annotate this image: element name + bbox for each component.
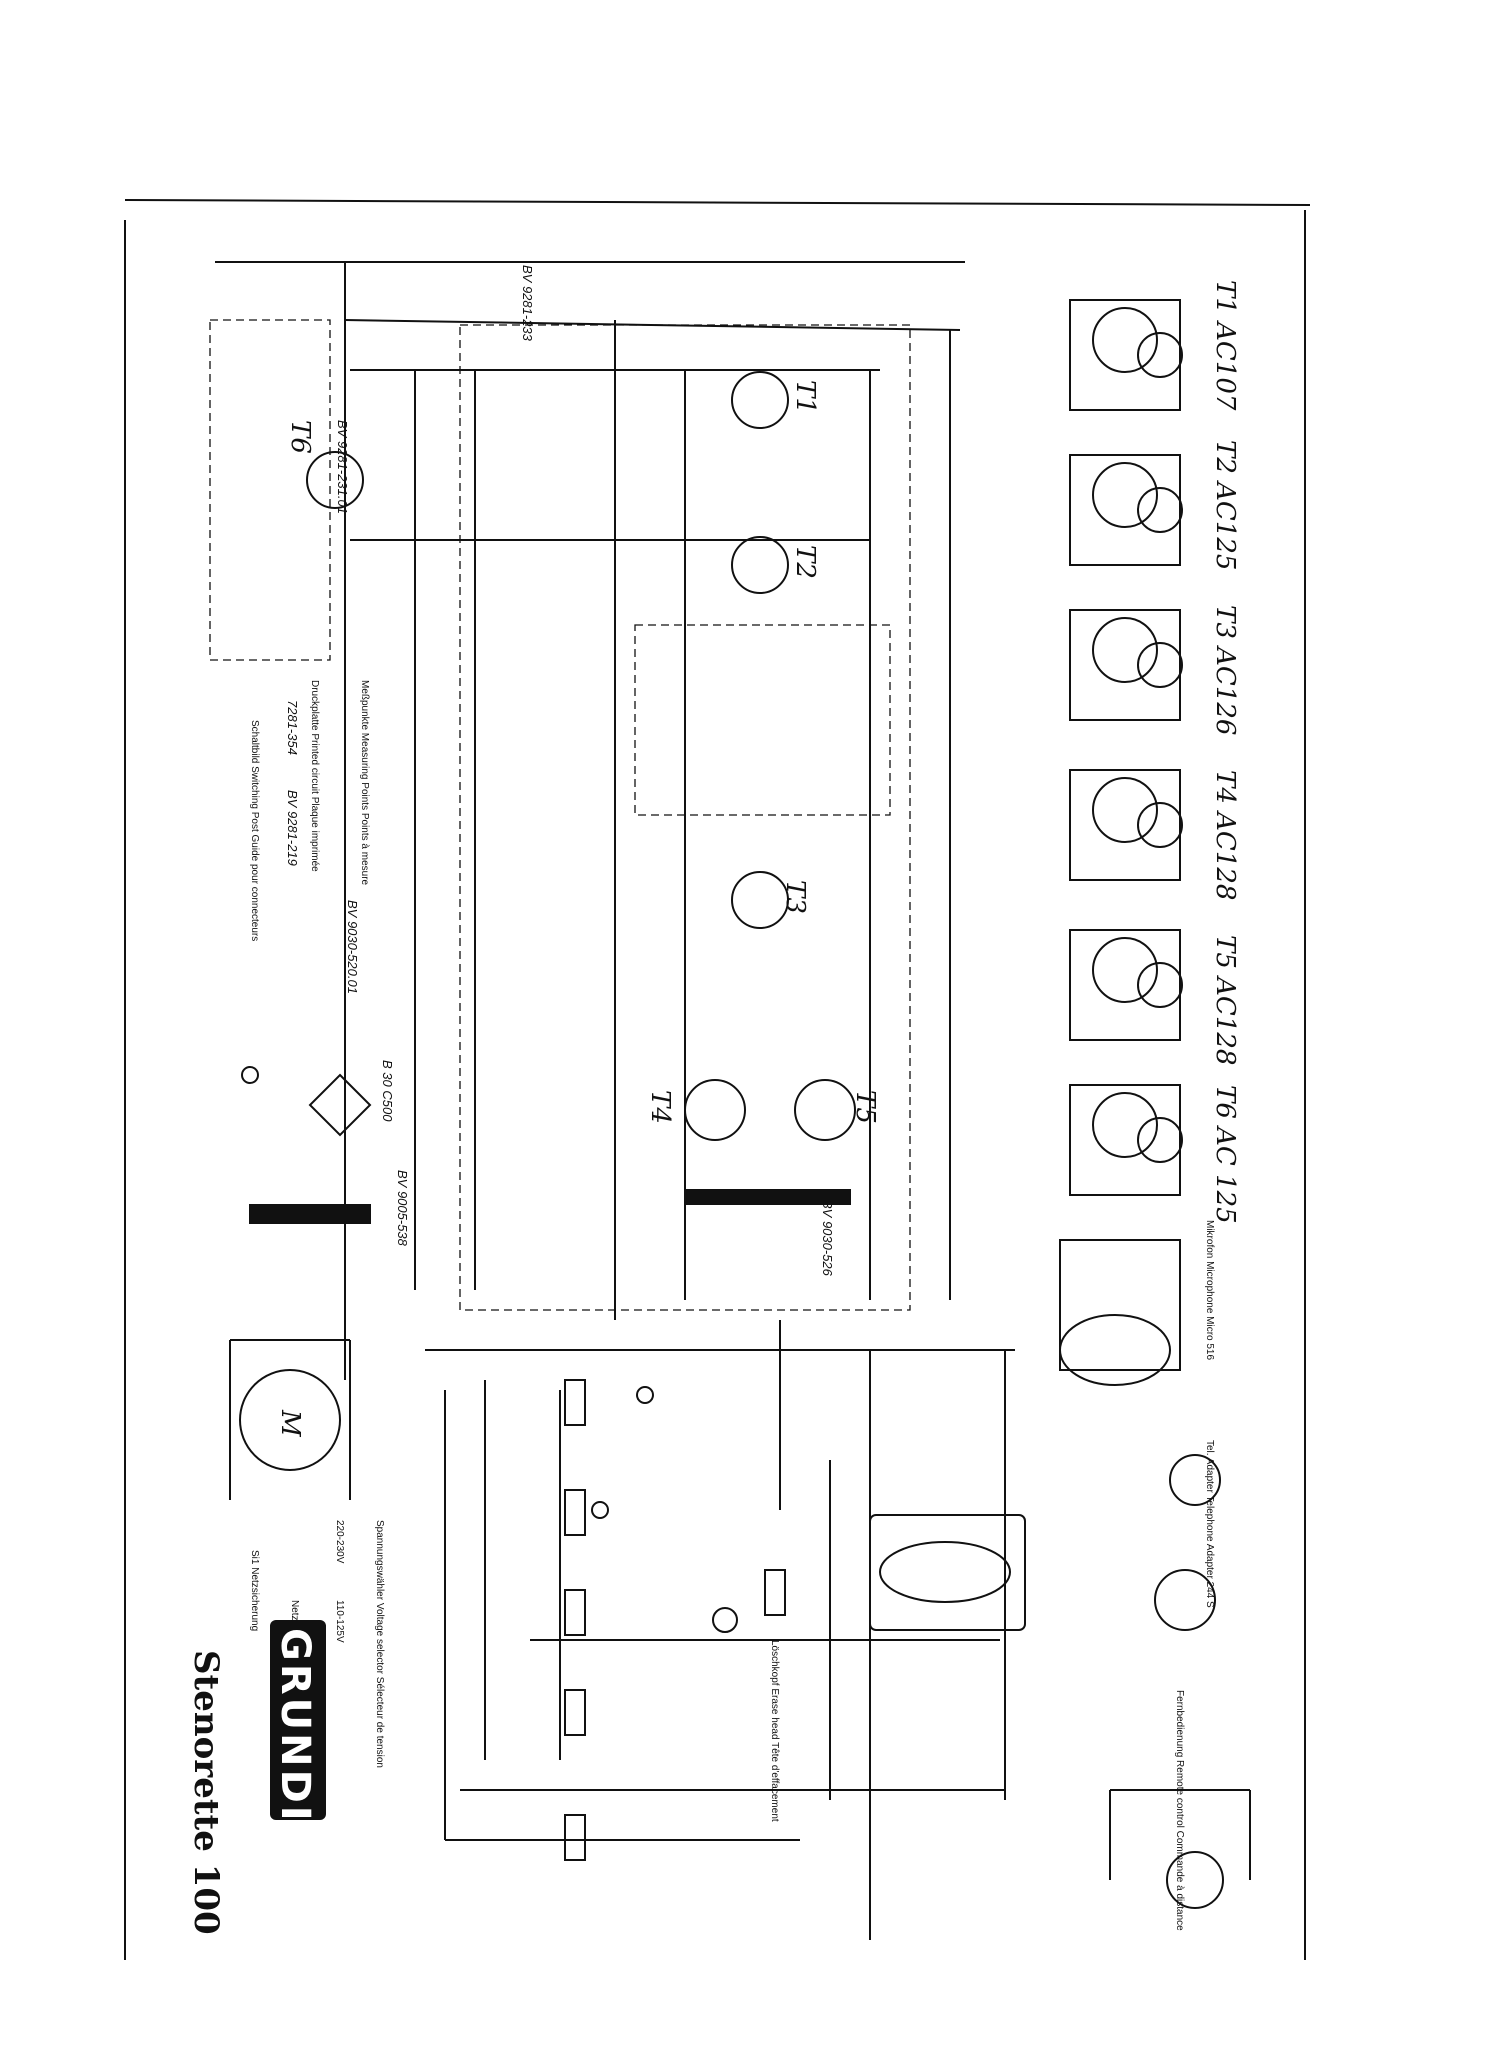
model-title: Stenorette 100 xyxy=(186,1650,226,1935)
annotation-fernbedienung: Fernbedienung Remote control Commande à … xyxy=(1174,1690,1185,1931)
transistor-label-t1: T1 AC107 xyxy=(1210,280,1240,411)
part-number-bv9030-526: BV 9030-526 xyxy=(820,1200,835,1276)
brand-logo-box xyxy=(270,1620,326,1820)
transistor-label-t4: T4 AC128 xyxy=(1210,770,1240,901)
annotation-mains-fuse: Si1 Netzsicherung xyxy=(249,1550,260,1632)
transistor-symbol-t3: T3 xyxy=(780,880,810,914)
voltage-220: 220-230V xyxy=(334,1520,345,1564)
transistor-label-t2: T2 AC125 xyxy=(1210,440,1240,571)
motor-label: M xyxy=(275,1410,305,1437)
voltage-110: 110-125V xyxy=(334,1600,345,1643)
transistor-symbol-t5: T5 xyxy=(850,1090,880,1124)
part-number-bv9030-52001: BV 9030-520.01 xyxy=(345,900,360,994)
transistor-symbol-t1: T1 xyxy=(790,380,820,414)
part-number-b30c500: B 30 C500 xyxy=(380,1060,395,1122)
annotation-loeschkopf: Löschkopf Erase head Tête d'effacement xyxy=(769,1640,780,1822)
annotation-spannungswaehler: Spannungswähler Voltage selector Sélecte… xyxy=(374,1520,385,1768)
transistor-symbol-t4: T4 xyxy=(645,1090,675,1124)
transistor-label-t3: T3 AC126 xyxy=(1210,605,1240,736)
annotation-druckplatte: Druckplatte Printed circuit Plaque impri… xyxy=(309,680,320,872)
transistor-symbol-t2: T2 xyxy=(790,545,820,579)
part-number-bv9281-219: BV 9281-219 xyxy=(285,790,300,866)
transistor-symbol-t6: T6 xyxy=(285,420,315,454)
annotation-adapter: Tel. Adapter Telephone Adapter 244 S xyxy=(1204,1440,1215,1608)
annotation-messpunkte: Meßpunkte Measuring Points Points à mesu… xyxy=(359,680,370,886)
transistor-label-t5: T5 AC128 xyxy=(1210,935,1240,1066)
part-number-bv9005-538: BV 9005-538 xyxy=(395,1170,410,1246)
annotation-schaltplan: Schaltbild Switching Post Guide pour con… xyxy=(249,720,260,942)
annotation-mikrofon: Mikrofon Microphone Micro 516 xyxy=(1204,1220,1215,1361)
transistor-label-t6: T6 AC 125 xyxy=(1210,1085,1240,1224)
part-number-bv9281-233: BV 9281-233 xyxy=(520,265,535,341)
part-number-7281-354: 7281-354 xyxy=(285,700,300,755)
part-number-bv9281-231: BV 9281-231.01 xyxy=(335,420,350,514)
brand-logo: GRUNDIG xyxy=(272,1628,318,1860)
